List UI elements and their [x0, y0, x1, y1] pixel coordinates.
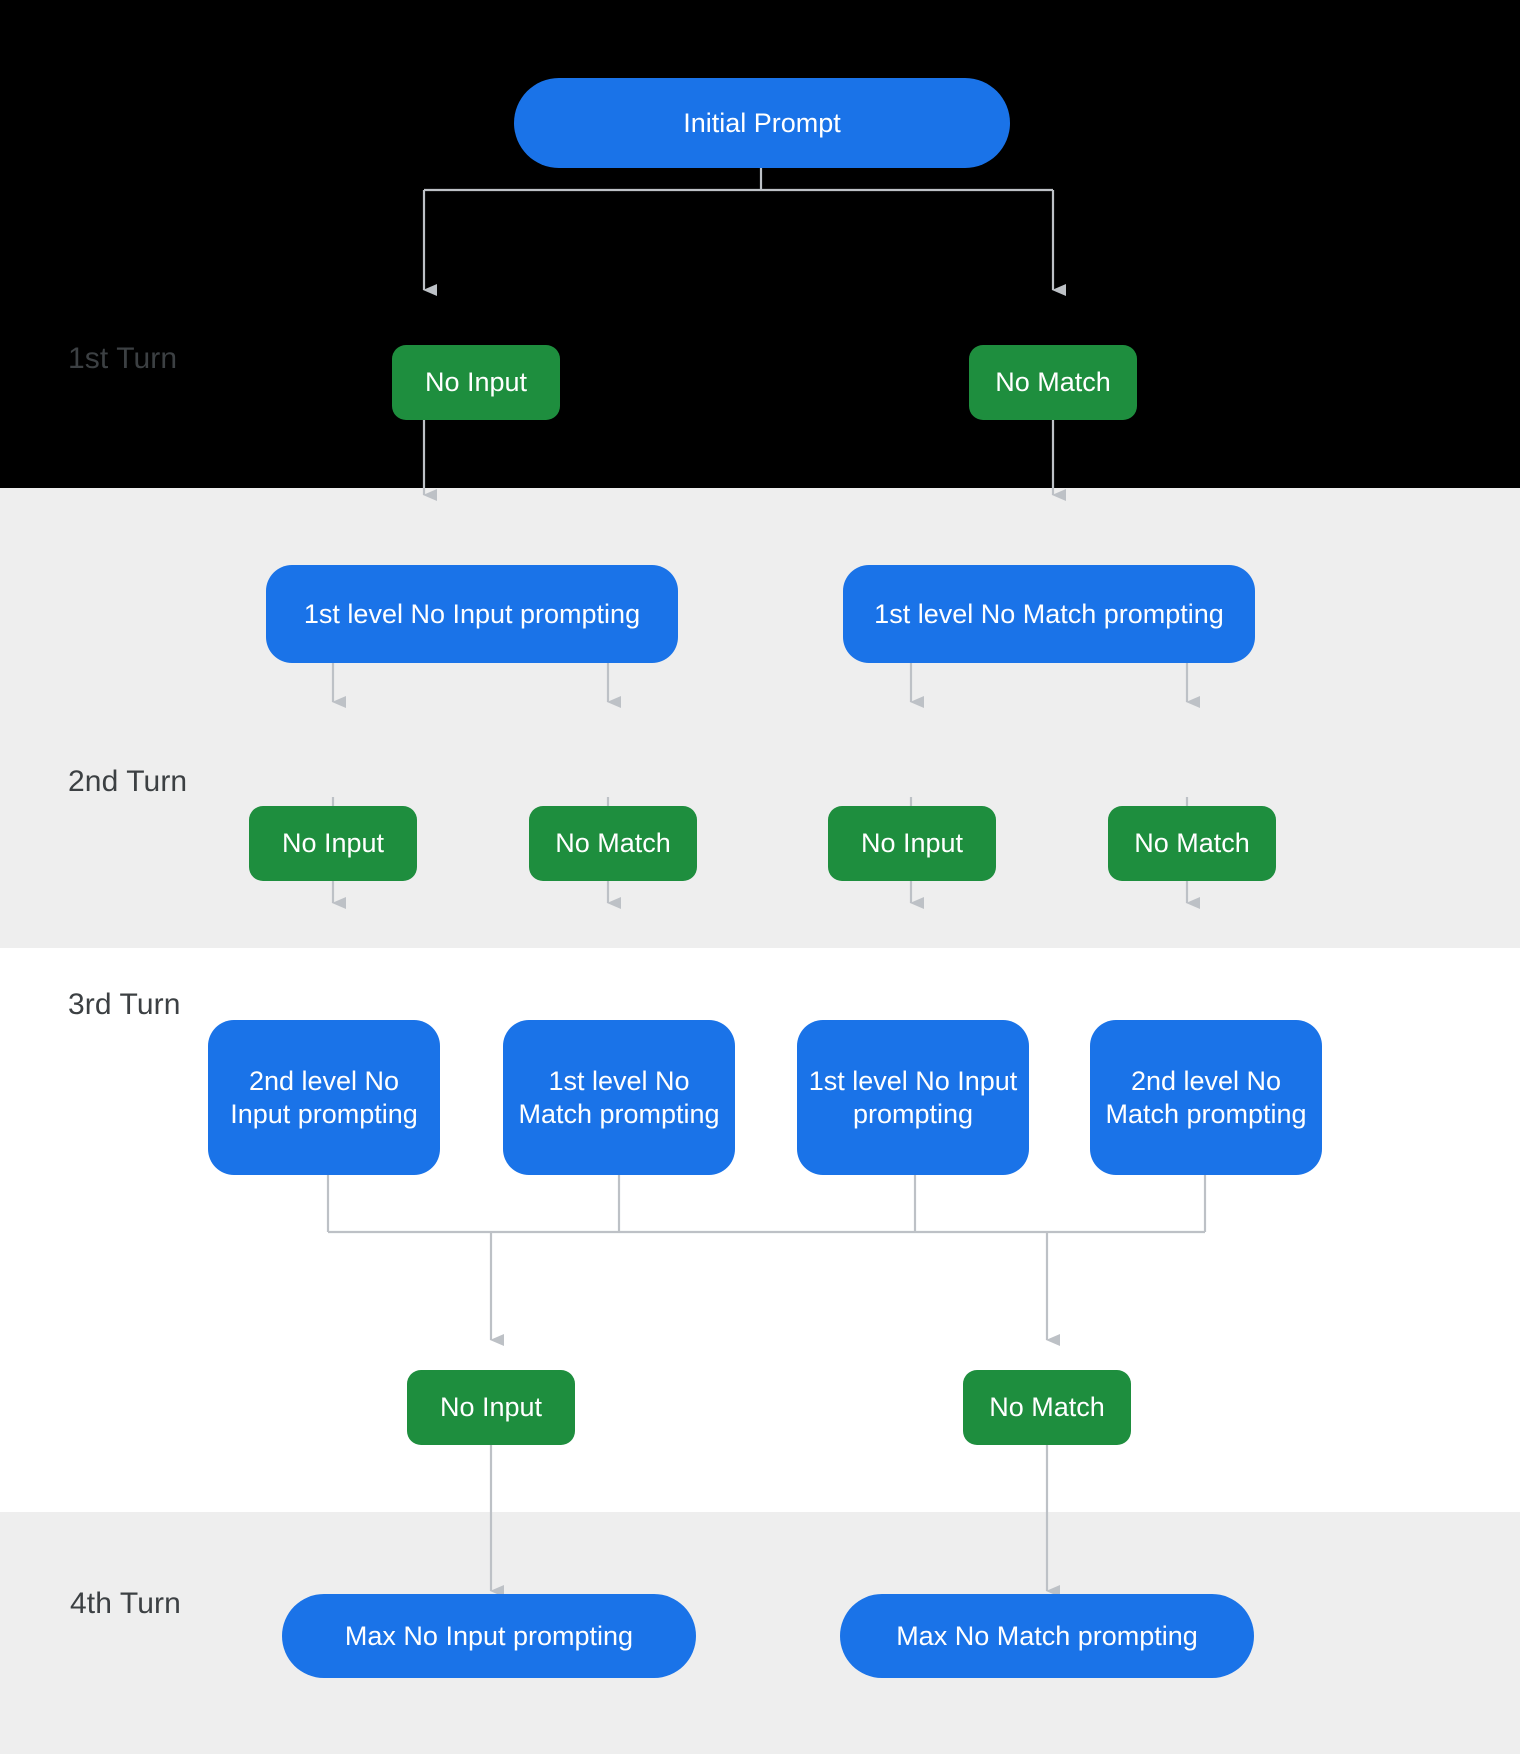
node-t2-prompt-no-input[interactable]: 1st level No Input prompting	[266, 565, 678, 663]
node-t2-no-input-a-label: No Input	[281, 828, 385, 859]
node-t1-no-match-label: No Match	[995, 367, 1111, 398]
node-t4-max-no-match-label: Max No Match prompting	[896, 1620, 1198, 1651]
node-t1-no-input-label: No Input	[424, 367, 528, 398]
node-t3-no-match-label: No Match	[989, 1392, 1105, 1423]
turn-label-1st: 1st Turn	[68, 342, 178, 375]
node-t3-prompt-2nd-no-input-label: 2nd level No Input prompting	[230, 1065, 418, 1129]
node-t3-prompt-2nd-no-match[interactable]: 2nd level No Match prompting	[1090, 1020, 1322, 1175]
node-t1-no-input[interactable]: No Input	[392, 345, 560, 420]
node-t3-no-match[interactable]: No Match	[963, 1370, 1131, 1445]
node-t3-prompt-1st-no-input[interactable]: 1st level No Input prompting	[797, 1020, 1029, 1175]
node-t2-no-match-a-label: No Match	[555, 828, 671, 859]
turn-label-3rd: 3rd Turn	[68, 988, 181, 1021]
node-t3-prompt-1st-no-match[interactable]: 1st level No Match prompting	[503, 1020, 735, 1175]
node-t3-prompt-2nd-no-match-label: 2nd level No Match prompting	[1105, 1065, 1307, 1129]
node-t3-prompt-2nd-no-input[interactable]: 2nd level No Input prompting	[208, 1020, 440, 1175]
node-t2-no-match-b[interactable]: No Match	[1108, 806, 1276, 881]
node-t3-no-input[interactable]: No Input	[407, 1370, 575, 1445]
node-t3-prompt-1st-no-match-label: 1st level No Match prompting	[518, 1065, 720, 1129]
node-initial-prompt-label: Initial Prompt	[683, 107, 841, 138]
node-t4-max-no-input[interactable]: Max No Input prompting	[282, 1594, 696, 1678]
node-t2-no-input-b[interactable]: No Input	[828, 806, 996, 881]
node-t1-no-match[interactable]: No Match	[969, 345, 1137, 420]
node-t4-max-no-match[interactable]: Max No Match prompting	[840, 1594, 1254, 1678]
node-t3-prompt-1st-no-input-label: 1st level No Input prompting	[808, 1065, 1018, 1129]
node-t2-no-input-b-label: No Input	[860, 828, 964, 859]
node-t4-max-no-input-label: Max No Input prompting	[344, 1620, 634, 1651]
node-t2-prompt-no-match[interactable]: 1st level No Match prompting	[843, 565, 1255, 663]
band-turn-1	[0, 0, 1520, 488]
node-t2-prompt-no-input-label: 1st level No Input prompting	[303, 598, 641, 629]
band-turn-2	[0, 488, 1520, 948]
band-turn-4	[0, 1512, 1520, 1754]
turn-label-2nd: 2nd Turn	[68, 765, 188, 798]
node-t2-no-input-a[interactable]: No Input	[249, 806, 417, 881]
node-t2-no-match-b-label: No Match	[1134, 828, 1250, 859]
node-t2-no-match-a[interactable]: No Match	[529, 806, 697, 881]
node-t2-prompt-no-match-label: 1st level No Match prompting	[874, 598, 1224, 629]
turn-label-4th: 4th Turn	[70, 1587, 181, 1620]
node-t3-no-input-label: No Input	[439, 1392, 543, 1423]
node-initial-prompt[interactable]: Initial Prompt	[514, 78, 1010, 168]
